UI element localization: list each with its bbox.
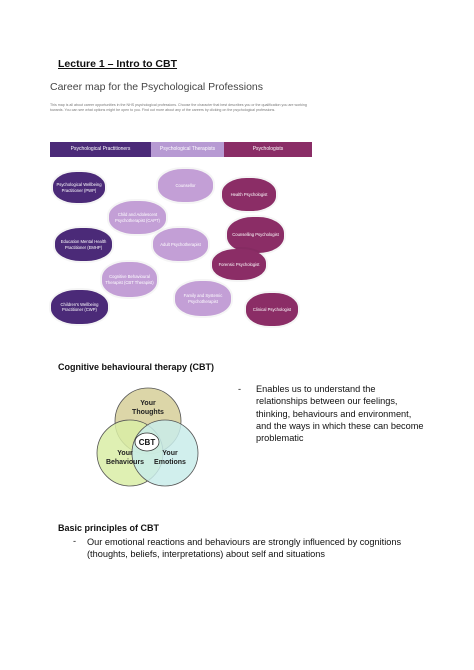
cbt-description: - Enables us to understand the relations… xyxy=(238,383,426,444)
career-map-title: Career map for the Psychological Profess… xyxy=(50,81,264,93)
cloud-counselling-psychologist: Counselling Psychologist xyxy=(227,217,284,253)
cloud-pwp: Psychological Wellbeing Practitioner (PW… xyxy=(53,172,105,203)
basic-principles-bullet-dash: - xyxy=(73,536,77,546)
cloud-emhp: Education Mental Health Practitioner (EM… xyxy=(55,228,112,261)
cloud-cwp: Children's Wellbeing Practitioner (CWP) xyxy=(51,290,108,324)
thoughts-label-2: Thoughts xyxy=(132,409,164,416)
cbt-heading: Cognitive behavioural therapy (CBT) xyxy=(58,362,215,372)
principle-line: (thoughts, beliefs, interpretations) abo… xyxy=(87,549,325,560)
cbt-line: and the ways in which these can become xyxy=(256,420,424,431)
tab-psychological-practitioners: Psychological Practitioners xyxy=(50,142,151,157)
lecture-title: Lecture 1 – Intro to CBT xyxy=(58,58,178,70)
cbt-center-oval xyxy=(134,432,160,452)
cloud-cbt-therapist: Cognitive Behavioural Therapist (CBT The… xyxy=(102,262,157,297)
cbt-line: Enables us to understand the xyxy=(256,384,376,394)
basic-principles-heading: Basic principles of CBT xyxy=(58,523,160,533)
career-map-description: This map is all about career opportuniti… xyxy=(50,103,307,112)
career-map-image: Career map for the Psychological Profess… xyxy=(50,81,312,326)
cbt-line: thinking, behaviours and environment, xyxy=(256,408,412,419)
cbt-bullet-dash: - xyxy=(238,384,242,394)
cloud-capt: Child and Adolescent Psychotherapist (CA… xyxy=(109,201,166,234)
cbt-venn-diagram: CBT Your Thoughts Your Behaviours Your E… xyxy=(96,387,199,487)
cbt-line: problematic xyxy=(256,433,304,444)
principle-line: Our emotional reactions and behaviours a… xyxy=(87,537,402,547)
emotions-label-1: Your xyxy=(162,450,178,457)
cloud-forensic-psychologist: Forensic Psychologist xyxy=(212,249,266,280)
behaviours-label-1: Your xyxy=(117,450,133,457)
cbt-line: relationships between our feelings, xyxy=(256,396,398,407)
cloud-family-psychotherapist: Family and Systemic Psychotherapist xyxy=(175,281,231,316)
basic-principles-text: Our emotional reactions and behaviours a… xyxy=(87,536,422,561)
tab-psychologists: Psychologists xyxy=(224,142,312,157)
cloud-adult-psychotherapist: Adult Psychotherapist xyxy=(153,228,208,261)
emotions-label-2: Emotions xyxy=(154,459,186,466)
cloud-clinical-psychologist: Clinical Psychologist xyxy=(246,293,298,326)
cloud-health-psychologist: Health Psychologist xyxy=(222,178,276,211)
cbt-center-label: CBT xyxy=(139,438,156,447)
behaviours-label-2: Behaviours xyxy=(106,459,144,466)
thoughts-label-1: Your xyxy=(140,400,156,407)
cloud-counsellor: Counsellor xyxy=(158,169,213,202)
tab-psychological-therapists: Psychological Therapists xyxy=(151,142,224,157)
